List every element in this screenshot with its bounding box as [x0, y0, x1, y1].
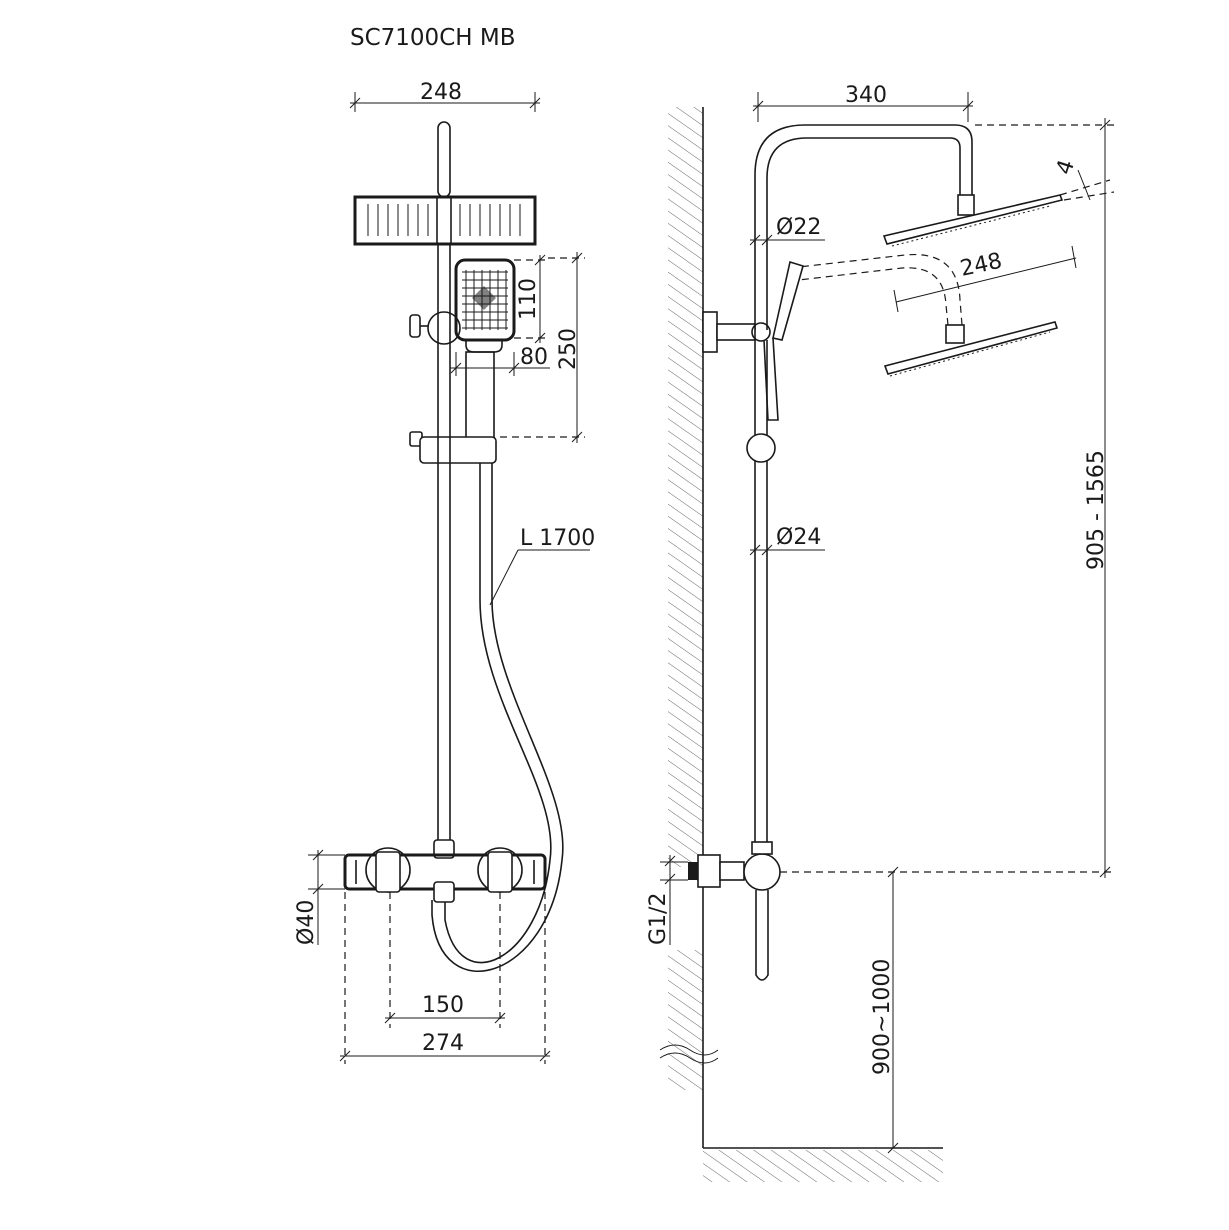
wall-bracket-side: [702, 311, 771, 353]
slider-bracket: [409, 431, 497, 464]
hose-length-leader: L 1700: [489, 526, 595, 606]
dim-mixer-depth: Ø40: [294, 849, 345, 945]
dim-handshower-width: 80: [450, 345, 550, 376]
dim-mixer-width-label: 274: [422, 1031, 464, 1056]
dim-handshower-height-label: 110: [516, 278, 541, 320]
riser-top: [437, 121, 451, 198]
dim-upper-pipe-label: Ø22: [776, 215, 821, 240]
upper-shower-arm: [754, 124, 975, 330]
dim-arm-reach-label: 340: [845, 83, 887, 108]
dim-head-thickness-label: 4: [1052, 157, 1080, 178]
side-view: 340 4: [646, 83, 1115, 1182]
dim-holder-height-label: 250: [556, 328, 581, 370]
dim-inlet-thread: G1/2: [646, 855, 688, 945]
dim-holder-height: 250: [500, 252, 585, 443]
dim-upper-pipe: Ø22: [749, 215, 825, 246]
diverter-knob: [409, 311, 461, 345]
overhead-head-side: [882, 194, 1064, 247]
mixer-side: [688, 841, 781, 981]
dim-inlet-spacing-label: 150: [422, 993, 464, 1018]
hand-shower-side: [763, 260, 804, 421]
shower-hose: [431, 463, 564, 972]
dim-head-size: 248: [893, 245, 1077, 313]
dim-column-height-label: 905 - 1565: [1084, 450, 1109, 570]
dim-handshower-width-label: 80: [520, 345, 548, 370]
overhead-shower-head: [353, 195, 537, 246]
dim-arm-reach: 340: [752, 83, 974, 122]
drawing-title: SC7100CH MB: [350, 25, 515, 51]
dim-mixer-depth-label: Ø40: [294, 900, 319, 945]
dim-overhead-width: 248: [349, 80, 541, 112]
dim-column-height: 905 - 1565: [780, 118, 1115, 878]
riser-pipe: [437, 244, 451, 845]
dim-mixer-width: 274: [339, 892, 551, 1064]
dim-handshower-height: 110: [514, 254, 548, 344]
riser-column-side: [746, 340, 776, 845]
front-view: 248: [294, 80, 595, 1064]
floor: [703, 1147, 943, 1182]
dim-mount-height-label: 900~1000: [870, 959, 895, 1075]
wall: [659, 107, 719, 1148]
dim-overhead-width-label: 248: [420, 80, 462, 105]
dim-lower-pipe-label: Ø24: [776, 525, 821, 550]
dim-mount-height: 900~1000: [870, 866, 899, 1154]
thermostatic-mixer: [343, 847, 547, 903]
dim-inlet-thread-label: G1/2: [646, 893, 671, 945]
alt-arm-dashed: [789, 253, 1059, 377]
hose-length-label: L 1700: [520, 526, 595, 551]
hand-shower: [454, 258, 516, 439]
dim-lower-pipe: Ø24: [749, 525, 825, 556]
dim-inlet-spacing: 150: [384, 892, 506, 1028]
